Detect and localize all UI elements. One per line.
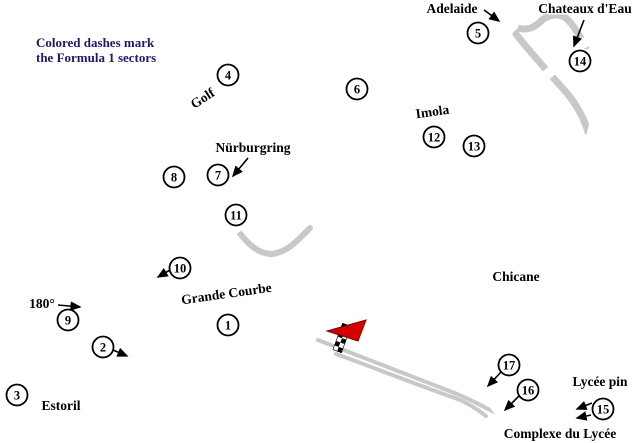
turn-number: 6 <box>354 83 360 97</box>
turn-number: 10 <box>174 262 187 276</box>
turn-number: 13 <box>468 140 481 154</box>
corner-label: Complexe du Lycée <box>504 426 617 441</box>
turn17-callout-arrow <box>486 371 502 388</box>
corner-label: Nürburgring <box>215 140 290 155</box>
turn-marker-2 <box>91 335 115 359</box>
turn-number: 5 <box>475 27 481 41</box>
alt-road-top-right-link <box>508 11 590 50</box>
turn10-callout-arrow <box>156 268 171 278</box>
alt-road-club-link <box>512 30 592 136</box>
corner-label: Chateaux d'Eau <box>538 1 632 16</box>
turn-marker-10 <box>168 256 192 280</box>
turn-marker-3 <box>5 383 29 407</box>
callout-arrows <box>57 9 593 421</box>
chateaux-deau-callout-arrow <box>572 19 585 48</box>
turn-marker-15 <box>591 397 615 421</box>
turn-number: 15 <box>597 403 610 417</box>
turn2-callout-arrow <box>112 347 129 357</box>
nurburgring-callout-arrow <box>231 157 249 178</box>
turn-marker-9 <box>56 308 80 332</box>
turn15-callout-arrow-b <box>575 411 592 421</box>
turn-marker-8 <box>162 165 186 189</box>
turn-number: 17 <box>503 359 516 373</box>
turn-marker-4 <box>216 63 240 87</box>
alt-road-middle-dip <box>235 225 313 257</box>
legend-note-line2: the Formula 1 sectors <box>36 50 156 65</box>
corner-label: Adelaide <box>426 1 477 16</box>
main-track <box>12 12 609 427</box>
turn-marker-6 <box>345 77 369 101</box>
legend-note-line1: Colored dashes mark <box>36 35 155 50</box>
turn-number: 2 <box>100 341 106 355</box>
corner-label: Chicane <box>492 269 539 284</box>
turn-number: 3 <box>14 389 20 403</box>
corner-label: Estoril <box>42 398 81 413</box>
turn-number: 16 <box>522 384 535 398</box>
corner-label: Lycée pin <box>572 374 628 389</box>
turn-number: 4 <box>225 69 232 83</box>
turn-marker-13 <box>462 134 486 158</box>
turn16-callout-arrow <box>503 395 520 412</box>
turn-number: 12 <box>428 131 441 145</box>
turn-number: 11 <box>230 209 242 223</box>
turn-marker-17 <box>497 353 521 377</box>
turn-number: 8 <box>171 171 177 185</box>
turn-number: 9 <box>65 314 71 328</box>
turn-marker-12 <box>422 125 446 149</box>
alternate-layout-roads <box>235 11 592 418</box>
turn-marker-7 <box>206 163 230 187</box>
corner-label: Imola <box>415 102 451 122</box>
turn-marker-1 <box>216 313 240 337</box>
adelaide-callout-arrow <box>483 9 501 22</box>
turn-marker-14 <box>568 49 592 73</box>
turn15-callout-arrow-a <box>575 400 593 410</box>
turn-number: 1 <box>225 319 231 333</box>
turn-number: 14 <box>574 55 587 69</box>
pit-lane-outer <box>316 338 496 414</box>
turn-number: 7 <box>215 169 221 183</box>
corner-label: Golf <box>188 85 218 112</box>
hairpin-180-callout-arrow <box>57 301 82 311</box>
race-direction-arrow-icon <box>325 319 367 342</box>
turn-marker-11 <box>224 203 248 227</box>
corner-label: 180° <box>29 296 55 311</box>
pit-lane-inner <box>334 352 488 418</box>
turn-marker-16 <box>516 378 540 402</box>
turn-marker-5 <box>466 21 490 45</box>
